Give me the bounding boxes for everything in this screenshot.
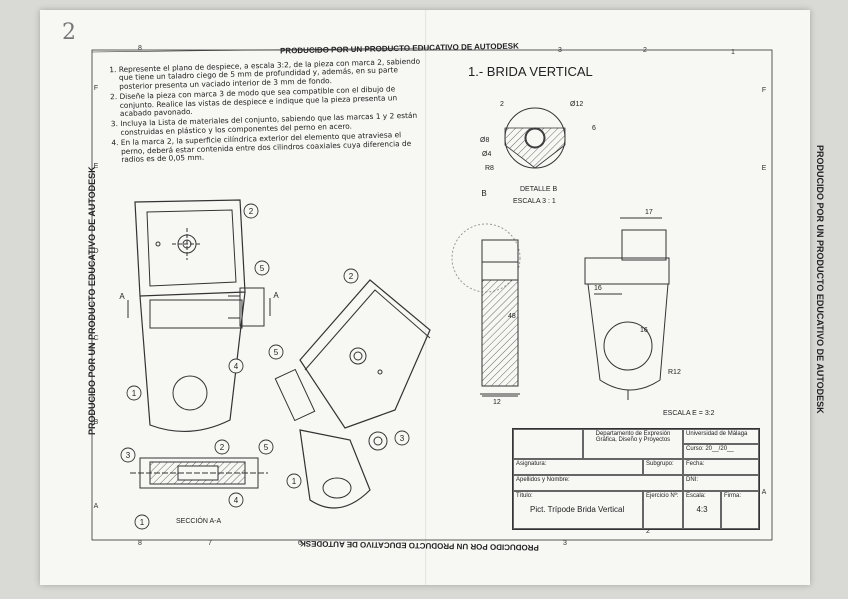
balloon-2 (343, 268, 359, 284)
title-block-logo-cell (513, 429, 583, 459)
balloon-4 (228, 492, 244, 508)
balloon-5 (254, 260, 270, 276)
section-mark: A (119, 292, 125, 301)
balloon-label: 1 (140, 518, 145, 527)
grid-letter: E (94, 163, 99, 170)
grid-number: 1 (731, 49, 735, 56)
names-cell: Apellidos y Nombre: (513, 475, 683, 491)
balloon-label: 1 (292, 477, 297, 486)
subject-cell: Asignatura: (513, 459, 643, 475)
scale-value: 4:3 (696, 505, 708, 514)
grid-letter: D (93, 248, 98, 255)
part-2-plate (134, 199, 246, 297)
department-cell: Departamento de Expresión Gráfica, Diseñ… (583, 429, 683, 459)
grid-number: 2 (643, 47, 647, 54)
grid-letter: F (94, 85, 98, 92)
balloon-label: 3 (400, 434, 405, 443)
grid-number: 8 (138, 540, 142, 547)
dim-label: 16 (594, 285, 602, 292)
grid-letter: A (762, 489, 767, 496)
balloon-2 (214, 439, 230, 455)
balloon-1 (126, 385, 142, 401)
balloon-5 (258, 439, 274, 455)
date-cell: Fecha: (683, 459, 759, 475)
dim-label: 12 (493, 399, 501, 406)
balloon-label: 3 (126, 451, 131, 460)
signature-cell: Firma: (721, 491, 759, 529)
isometric-part-1 (299, 429, 371, 509)
dim-label: 6 (592, 125, 596, 132)
dim-label: R8 (485, 165, 494, 172)
part-1-body (139, 291, 246, 432)
front-view-top (584, 257, 670, 285)
balloon-3 (120, 447, 136, 463)
title-block: Departamento de Expresión Gráfica, Diseñ… (512, 428, 760, 530)
grid-number: 2 (646, 528, 650, 535)
scale-cell: Escala: 4:3 (683, 491, 721, 529)
dim-label: R12 (668, 369, 681, 376)
grid-number: 7 (208, 540, 212, 547)
balloon-label: 5 (274, 348, 279, 357)
balloon-2 (243, 203, 259, 219)
page-fold (425, 10, 427, 585)
balloon-1 (134, 514, 150, 530)
grid-letter: E (762, 165, 767, 172)
grid-letter: F (762, 87, 766, 94)
grid-letter: A (94, 503, 99, 510)
side-view-section (481, 269, 519, 387)
section-a-a-label: SECCIÓN A-A (176, 518, 222, 525)
isometric-part-5 (274, 368, 316, 422)
university-cell: Universidad de Málaga (683, 429, 759, 444)
dim-label: Ø8 (480, 137, 489, 144)
balloon-label: 5 (260, 264, 265, 273)
dim-label: Ø12 (570, 101, 583, 108)
section-mark: A (273, 291, 279, 300)
balloon-5 (268, 344, 284, 360)
balloon-label: 2 (349, 272, 354, 281)
grid-number: 8 (138, 45, 142, 52)
balloon-label: 2 (220, 443, 225, 452)
dni-cell: DNI: (683, 475, 759, 491)
balloon-1 (286, 473, 302, 489)
grid-letter: C (93, 335, 98, 342)
title-cell: Título: Pict. Trípode Brida Vertical (513, 491, 643, 529)
grid-number: 3 (558, 47, 562, 54)
detail-mark: B (481, 189, 486, 198)
dim-label: 2 (500, 101, 504, 108)
balloon-4 (228, 358, 244, 374)
part-5-pin (239, 287, 265, 327)
balloon-label: 5 (264, 443, 269, 452)
dim-label: 16 (640, 327, 648, 334)
grid-number: 3 (563, 540, 567, 547)
dim-label: Ø4 (482, 151, 491, 158)
balloon-label: 4 (234, 496, 239, 505)
balloon-label: 1 (132, 389, 137, 398)
scale-label: Escala: (686, 493, 706, 499)
balloon-label: 2 (249, 207, 254, 216)
dim-label: 17 (645, 209, 653, 216)
grid-letter: B (94, 419, 99, 426)
scale-label: ESCALA E = 3:2 (663, 410, 715, 417)
detail-b-scale: ESCALA 3 : 1 (513, 198, 556, 205)
group-cell: Subgrupo: (643, 459, 683, 475)
frame-border (91, 49, 773, 541)
page-number: 2 (62, 20, 76, 45)
balloon-label: 4 (234, 362, 239, 371)
balloon-3 (394, 430, 410, 446)
isometric-part-2 (299, 279, 431, 429)
course-cell: Curso: 20__/20__ (683, 444, 759, 459)
detail-b-label: DETALLE B (520, 186, 558, 193)
grid-number: 6 (298, 540, 302, 547)
drawing-title: 1.- BRIDA VERTICAL (468, 64, 593, 79)
title-label: Título: (516, 493, 533, 499)
dim-label: 48 (508, 313, 516, 320)
title-value: Pict. Trípode Brida Vertical (530, 505, 625, 514)
exercise-cell: Ejercicio Nº: (643, 491, 683, 529)
